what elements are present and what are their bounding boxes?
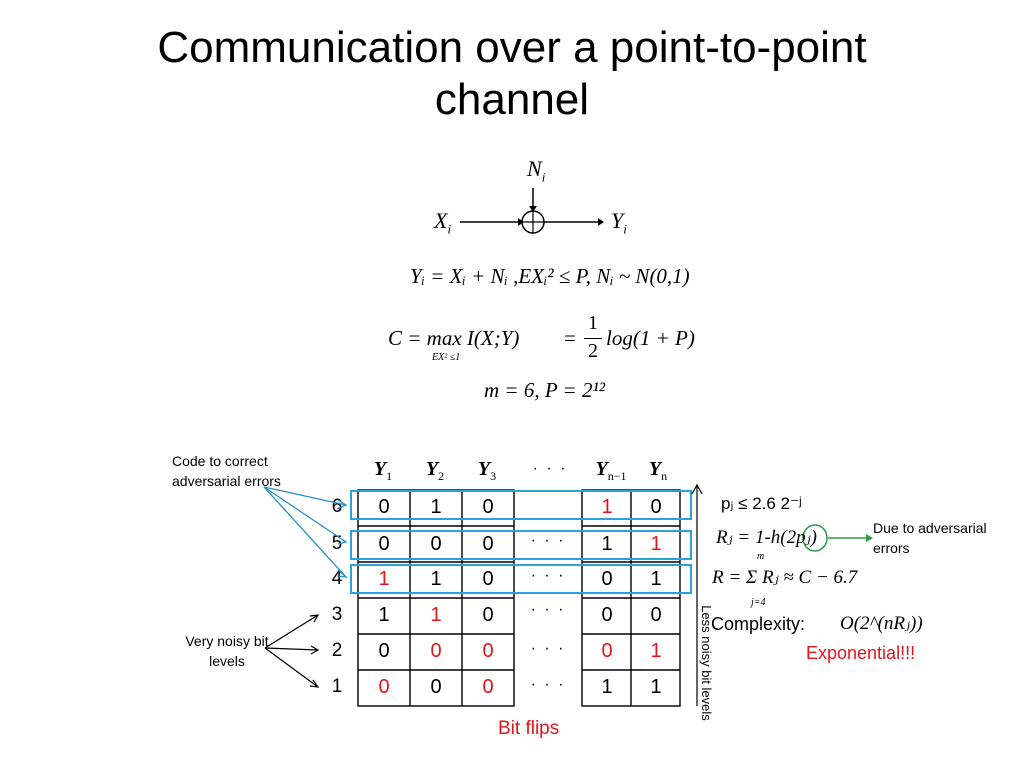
cell-5-2: 0	[430, 533, 442, 555]
row-level-6: 6	[331, 496, 343, 517]
cell-3-2: 1	[430, 604, 442, 626]
cell-2-3: 0	[482, 640, 494, 662]
highlight-row-4	[350, 564, 692, 594]
cell-1-3: 0	[482, 676, 494, 698]
cell-5-3: 0	[482, 533, 494, 555]
col-header-y3: Y3	[477, 458, 497, 483]
capacity-equation: C = max I(X;Y) EX² ≤1 = 1 2 log(1 + P)	[388, 312, 718, 376]
col-header-yn: Yn	[648, 458, 668, 483]
capacity-rhs: log(1 + P)	[606, 326, 695, 350]
row-dots-1: · · ·	[530, 676, 566, 693]
cell-6-3: 0	[482, 496, 494, 518]
parameter-equation: m = 6, P = 2¹²	[484, 378, 606, 402]
row-level-1: 1	[331, 676, 343, 697]
fraction-numerator: 1	[588, 312, 598, 334]
cell-2-4: 0	[601, 640, 613, 662]
capacity-equals: =	[564, 326, 576, 350]
exponential-note: Exponential!!!	[806, 643, 916, 663]
channel-diagram	[460, 188, 604, 234]
cell-3-5: 0	[650, 604, 662, 626]
output-label: Yi	[611, 208, 627, 237]
cell-1-2: 0	[430, 676, 442, 698]
cell-3-1: 1	[378, 604, 390, 626]
col-header-dots: · · ·	[532, 460, 568, 477]
row-level-5: 5	[331, 533, 343, 554]
sum-upper-limit: m	[757, 551, 765, 562]
cell-1-5: 1	[650, 676, 662, 698]
cell-4-3: 0	[482, 568, 494, 590]
row-dots-3: · · ·	[530, 601, 566, 618]
input-label: Xi	[434, 208, 452, 237]
cell-5-5: 1	[650, 533, 662, 555]
capacity-constraint: EX² ≤1	[432, 352, 461, 363]
complexity-label: Complexity:	[711, 614, 806, 634]
col-header-y1: Y1	[373, 458, 393, 483]
cell-1-4: 1	[601, 676, 613, 698]
output-arrowhead	[598, 218, 604, 226]
cell-4-2: 1	[430, 568, 442, 590]
cell-2-1: 0	[378, 640, 390, 662]
cell-4-4: 0	[601, 568, 613, 590]
row-dots-4: · · ·	[530, 567, 566, 584]
cell-5-1: 0	[378, 533, 390, 555]
row-dots-2: · · ·	[530, 640, 566, 657]
cell-6-1: 0	[378, 496, 390, 518]
slide-title-line2: channel	[434, 75, 590, 124]
rj-formula: Rⱼ = 1-h(2pⱼ)	[716, 527, 817, 548]
less-noisy-label: Less noisy bit levels	[699, 605, 714, 721]
fraction-bar	[584, 338, 602, 339]
slide-title-line1: Communication over a point-to-point	[157, 23, 867, 72]
col-header-y2: Y2	[425, 458, 445, 483]
code-note: Code to correct adversarial errors	[172, 453, 281, 489]
fraction-denominator: 2	[588, 340, 598, 362]
channel-equation: Yᵢ = Xᵢ + Nᵢ ,EXᵢ² ≤ P, Nᵢ ~ N(0,1)	[410, 264, 690, 288]
row-level-3: 3	[331, 604, 343, 625]
pj-bound: pⱼ ≤ 2.6 2⁻ʲ	[721, 494, 802, 513]
cell-2-5: 1	[650, 640, 662, 662]
highlight-row-5	[350, 530, 692, 560]
blue-arrows	[263, 486, 348, 578]
cell-4-5: 1	[650, 568, 662, 590]
cell-3-3: 0	[482, 604, 494, 626]
cell-6-4: 1	[601, 496, 613, 518]
cell-5-4: 1	[601, 533, 613, 555]
bit-flips-label: Bit flips	[498, 718, 560, 739]
noise-label: Ni	[527, 156, 546, 185]
row-level-4: 4	[331, 568, 343, 589]
noise-arrowhead	[529, 206, 537, 212]
noisy-note: Very noisy bit levels	[185, 633, 269, 669]
adversarial-note: Due to adversarial errors	[873, 520, 987, 556]
green-arrowhead	[866, 534, 873, 542]
cell-2-2: 0	[430, 640, 442, 662]
cell-1-1: 0	[378, 676, 390, 698]
cell-4-1: 1	[378, 568, 390, 590]
row-dots-5: · · ·	[530, 532, 566, 549]
sum-lower-limit: j=4	[751, 597, 766, 608]
row-level-2: 2	[331, 640, 343, 661]
capacity-lhs: C = max I(X;Y)	[388, 326, 520, 350]
circle-highlight	[802, 524, 828, 552]
rate-sum-formula: R = Σ Rⱼ ≈ C − 6.7	[712, 567, 858, 588]
cell-6-5: 0	[650, 496, 662, 518]
complexity-expression: O(2^(nRⱼ))	[840, 613, 923, 634]
input-arrowhead	[518, 218, 524, 226]
less-noisy-arrowhead	[691, 483, 703, 495]
cell-3-4: 0	[601, 604, 613, 626]
highlight-row-6	[350, 490, 692, 520]
black-arrows	[264, 614, 320, 688]
col-header-yn-minus-1: Yn−1	[595, 458, 627, 483]
cell-6-2: 1	[430, 496, 442, 518]
